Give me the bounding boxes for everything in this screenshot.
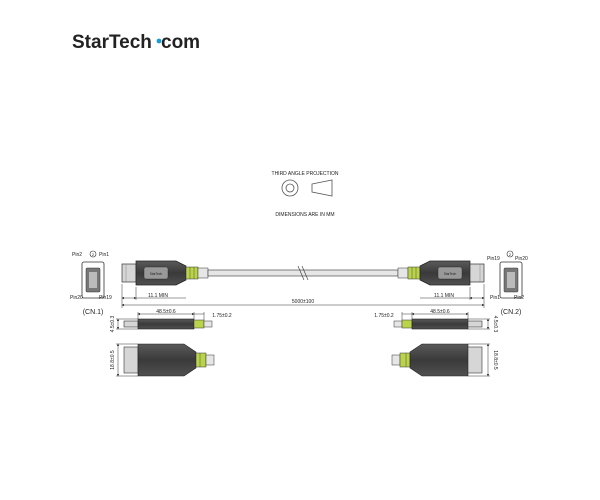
cn1-pin-bottom-right: Pin19 xyxy=(99,295,112,301)
units-label: DIMENSIONS ARE IN MM xyxy=(275,212,334,218)
dim-total-length: 5000±100 xyxy=(292,299,314,305)
dim-body-length-right: 48.5±0.6 xyxy=(430,309,450,315)
brand-logo: StarTech com xyxy=(72,32,200,53)
top-view: StarTech StarTech xyxy=(121,260,485,286)
dim-thickness-right: 4.5±0.3 xyxy=(492,316,498,333)
projection-label: THIRD ANGLE PROJECTION xyxy=(272,171,339,177)
dim-min-left: 11.1 MIN xyxy=(148,293,168,299)
cn2-pin-bottom-left: Pin1 xyxy=(490,295,500,301)
cn1-pin-top-left: Pin2 xyxy=(72,252,82,258)
cone-side-view-icon xyxy=(311,179,333,197)
dim-body-length-left: 48.5±0.6 xyxy=(156,309,176,315)
right-plan-view xyxy=(391,343,483,377)
cn2-pin-top-left: Pin19 xyxy=(487,256,500,262)
cn2-label: (CN.2) xyxy=(501,309,522,316)
cn2-callout: 2 xyxy=(509,252,512,257)
cn2-pin-top-right: Pin20 xyxy=(515,256,528,262)
dim-width-left: 18.8±0.5 xyxy=(110,350,116,370)
dim-width-right: 18.8±0.5 xyxy=(492,350,498,370)
circle-end-view-icon xyxy=(281,179,299,197)
left-body-logo-icon: StarTech xyxy=(150,272,163,276)
brand-name: StarTech xyxy=(72,32,152,53)
startech-logo-icon xyxy=(156,38,162,44)
right-body-logo-icon: StarTech xyxy=(444,272,457,276)
left-side-dimensions xyxy=(116,312,205,330)
left-plan-dimensions xyxy=(116,343,138,377)
cn1-label: (CN.1) xyxy=(83,309,104,316)
cn1-pin-top-right: Pin1 xyxy=(99,252,109,258)
dim-thickness-left: 4.5±0.3 xyxy=(110,315,116,332)
brand-suffix: com xyxy=(161,32,200,53)
cn2-pin-bottom-right: Pin2 xyxy=(514,295,524,301)
dim-strain-left: 1.75±0.2 xyxy=(212,313,232,319)
right-side-dimensions xyxy=(401,312,490,330)
cn1-end-view: 2 xyxy=(81,250,105,299)
left-plan-view xyxy=(123,343,215,377)
right-plan-dimensions xyxy=(468,343,490,377)
cn2-end-view: 2 xyxy=(499,250,523,299)
dim-min-right: 11.1 MIN xyxy=(434,293,454,299)
cn1-pin-bottom-left: Pin20 xyxy=(70,295,83,301)
dim-strain-right: 1.75±0.2 xyxy=(374,313,394,319)
left-side-view xyxy=(123,318,213,330)
right-side-view xyxy=(393,318,483,330)
cn1-callout: 2 xyxy=(92,252,95,257)
top-view-dimensions xyxy=(121,284,485,308)
